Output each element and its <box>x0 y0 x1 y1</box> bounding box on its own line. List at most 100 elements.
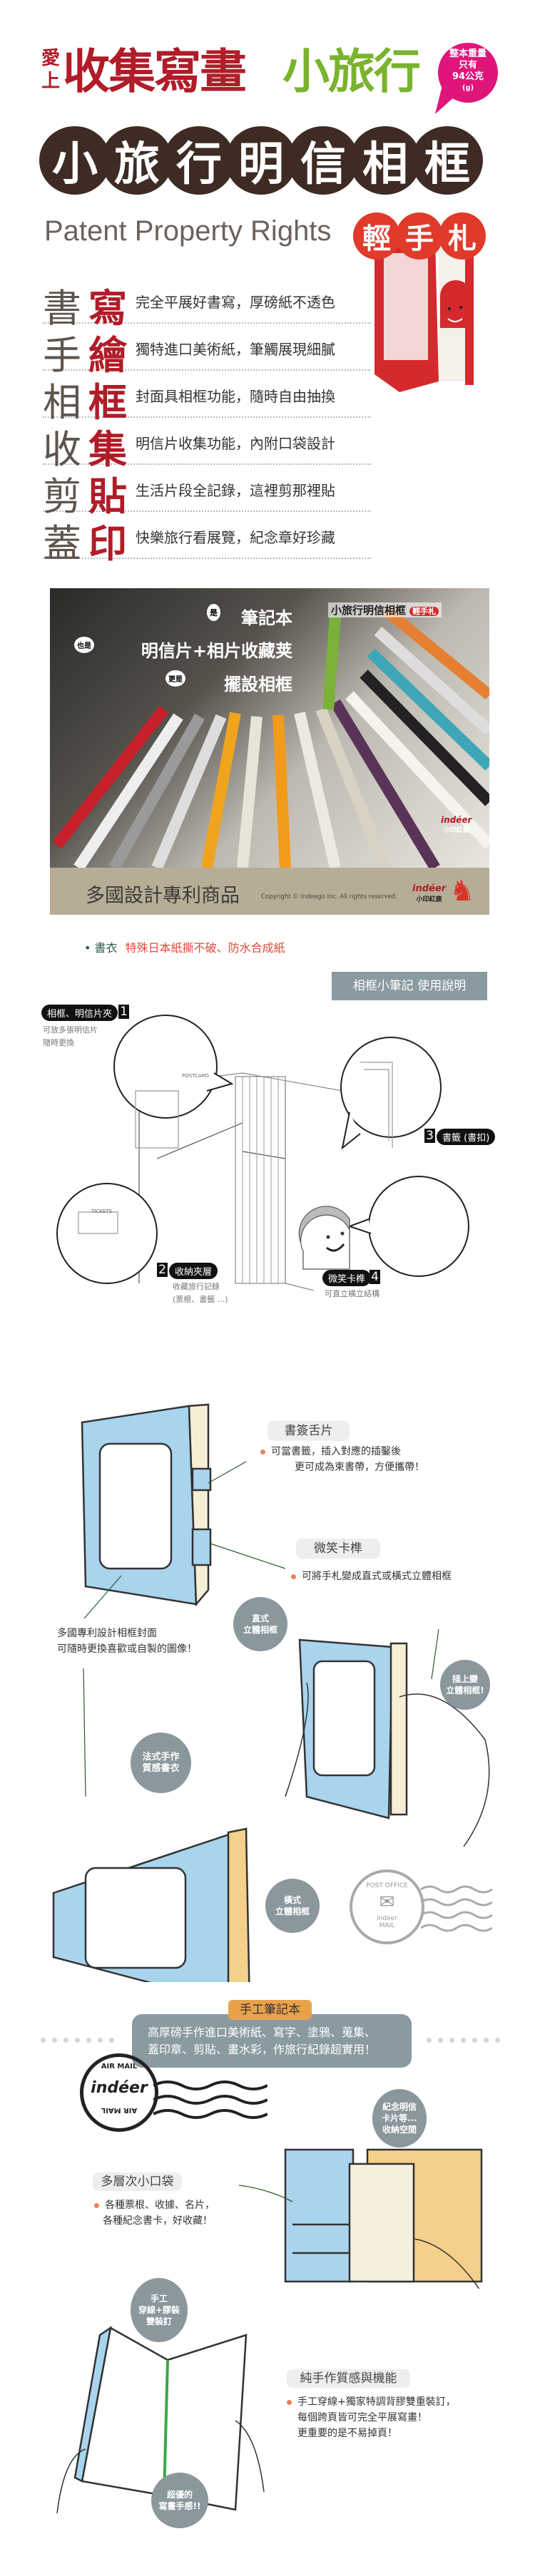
craft-title: 純手作質感與機能 <box>287 2369 410 2388</box>
french-cover-bubble: 法式手作質感書衣 <box>131 1733 191 1793</box>
pocket-notebook-illustration <box>284 2148 483 2289</box>
notebook-desc-line: 高厚磅手作進口美術紙、寫字、塗鴉、蒐集、 <box>148 2026 377 2039</box>
banner-char: 小 <box>39 126 111 195</box>
bubble-shape <box>435 43 498 114</box>
bullet-icon <box>291 1574 296 1579</box>
banner-char: 行 <box>163 126 235 195</box>
feature-desc: 獨特進口美術紙，筆觸展現細膩 <box>136 341 335 358</box>
banner-char: 旅 <box>101 126 173 195</box>
photo-logo: indéer 小印紅鹿 <box>441 815 472 834</box>
notebook-desc-line: 蓋印章、剪貼、畫水彩，作旅行紀錄超實用！ <box>148 2043 377 2056</box>
feature-char: 收 <box>43 427 81 472</box>
vertical-frame-bubble: 直式立體相框 <box>233 1597 287 1651</box>
books-illustration <box>52 605 489 868</box>
envelope-icon: ✉ <box>379 1892 395 1913</box>
smile-clip-desc: 可將手札變成直式或橫式立體相框 <box>291 1569 452 1584</box>
card-storage-bubble: 紀念明信卡片等...收納空間 <box>372 2089 427 2147</box>
feature-char: 手 <box>43 333 81 378</box>
binding-bubble: 手工穿線+膠裝雙裝訂 <box>131 2278 188 2342</box>
feature-row: 收集明信片收集功能，內附口袋設計 <box>43 421 371 472</box>
product-photo: 是 筆記本 也是 明信片+相片收藏荚 更是 擺設相框 小旅行明信相框 輕手札 indé… <box>50 588 489 868</box>
feature-char-accent: 貼 <box>88 474 127 519</box>
feature-row: 相框封面具相框功能，隨時自由抽換 <box>43 374 371 425</box>
bookmark-tab-title: 書簽舌片 <box>268 1421 350 1441</box>
patent-text: Patent Property Rights <box>44 215 332 247</box>
notebook-tab: 手工筆記本 <box>228 2000 312 2020</box>
postmark-waves-icon <box>421 1885 492 1932</box>
part-3-number: 3 <box>424 1129 435 1143</box>
logo-text: indéer <box>441 815 472 825</box>
speech-tag: 更是 <box>165 670 185 687</box>
part-2-label: 收納夾層 <box>169 1263 218 1279</box>
feature-row: 書寫完全平展好書寫，厚磅紙不透色 <box>43 279 371 331</box>
weight-line: 整本重量 <box>449 48 486 59</box>
feature-row: 手繪獨特進口美術紙，筆觸展現細膩 <box>43 327 371 378</box>
insert-bubble: 插上變立體相框! <box>440 1660 490 1710</box>
part-1-desc: 可放多張明信片隨時更換 <box>43 1025 98 1047</box>
banner-char: 信 <box>287 126 359 195</box>
deer-icon: ♞ <box>449 875 475 908</box>
horizontal-frame-bubble: 橫式立體相框 <box>265 1879 320 1933</box>
logo-text-zh: 小印紅鹿 <box>416 896 442 903</box>
feature-desc: 完全平展好書寫，厚磅紙不透色 <box>136 294 335 311</box>
photo-corner-badge: 輕手札 <box>409 607 439 616</box>
part-1-number: 1 <box>118 1005 129 1019</box>
logo-text-zh: 小印紅鹿 <box>443 827 469 834</box>
banner-char: 相 <box>350 126 421 195</box>
feature-desc: 明信片收集功能，內附口袋設計 <box>136 435 335 452</box>
weight-bubble: 整本重量 只有 94公克 (g) <box>434 43 499 114</box>
pocket-title: 多層次小口袋 <box>93 2172 182 2191</box>
notebook-desc-box: 高厚磅手作進口美術紙、寫字、塗鴉、蒐集、蓋印章、剪貼、畫水彩，作旅行紀錄超實用！ <box>132 2014 412 2068</box>
photo-line: 擺設相框 <box>224 674 292 694</box>
feature-char: 相 <box>43 380 81 425</box>
banner-char: 明 <box>225 126 297 195</box>
pocket-desc: 各種票根、收據、名片，各種紀念書卡，好收藏！ <box>94 2197 215 2229</box>
photo-corner-title: 小旅行明信相框 <box>331 604 407 617</box>
feature-char-accent: 寫 <box>88 286 127 331</box>
open-notebook-illustration <box>56 2326 265 2514</box>
part-4-number: 4 <box>370 1270 380 1284</box>
manual-diagram <box>56 1015 469 1290</box>
smile-clip-title: 微笑卡榫 <box>296 1539 380 1559</box>
photo-line: 筆記本 <box>241 608 292 628</box>
manual-title: 相框小筆記 使用說明 <box>332 972 487 1000</box>
copyright: Copyright © Indeego Inc. All rights rese… <box>261 893 397 900</box>
weight-line: 94公克 <box>452 71 484 82</box>
feature-desc: 生活片段全記錄，這裡剪那裡貼 <box>136 482 335 499</box>
feature-char-accent: 框 <box>88 380 127 425</box>
love-label: 愛上 <box>41 48 61 92</box>
feature-char-accent: 集 <box>88 427 127 472</box>
band-logo: indéer 小印紅鹿 <box>412 883 446 903</box>
cover-frame-desc: 多國專利設計相框封面可隨時更換喜歡或自製的圖像！ <box>57 1628 197 1655</box>
postcard-tag: POSTCARD <box>182 1073 209 1079</box>
weight-line: (g) <box>462 84 474 92</box>
weight-line: 只有 <box>458 60 477 71</box>
title-red: 收集寫畫 <box>63 44 247 99</box>
badge-char: 輕 <box>353 212 400 260</box>
banner-char: 框 <box>412 126 483 195</box>
feature-char-accent: 印 <box>88 521 127 566</box>
feature-char: 蓋 <box>43 521 81 566</box>
photo-line: 明信片+相片收藏荚 <box>141 641 292 661</box>
writing-feel-bubble: 超優的寫畫手感!! <box>151 2473 208 2528</box>
badge-char: 札 <box>439 212 486 260</box>
notebook-illustrations <box>52 1403 490 1982</box>
bullet-icon <box>287 2399 292 2405</box>
red-book-photo <box>371 239 485 392</box>
feature-desc: 封面具相框功能，隨時自由抽換 <box>136 388 335 405</box>
speech-tag: 也是 <box>74 637 94 653</box>
tickets-tag: TICKETS <box>91 1209 112 1214</box>
feature-char: 剪 <box>43 474 81 519</box>
bookmark-tab-desc: 可當書籤，插入對應的插鑿後更可成為束書帶，方便攜帶！ <box>260 1444 424 1475</box>
badge-char: 手 <box>396 212 443 260</box>
logo-text: indéer <box>412 883 447 894</box>
speech-tag: 是 <box>207 604 220 621</box>
feature-char: 書 <box>43 286 81 331</box>
leader-line <box>239 2185 293 2202</box>
title-green: 小旅行 <box>282 44 421 99</box>
bullet-icon <box>260 1449 265 1454</box>
part-2-number: 2 <box>157 1263 168 1277</box>
part-3-label: 書籤 (書扣) <box>437 1129 496 1145</box>
